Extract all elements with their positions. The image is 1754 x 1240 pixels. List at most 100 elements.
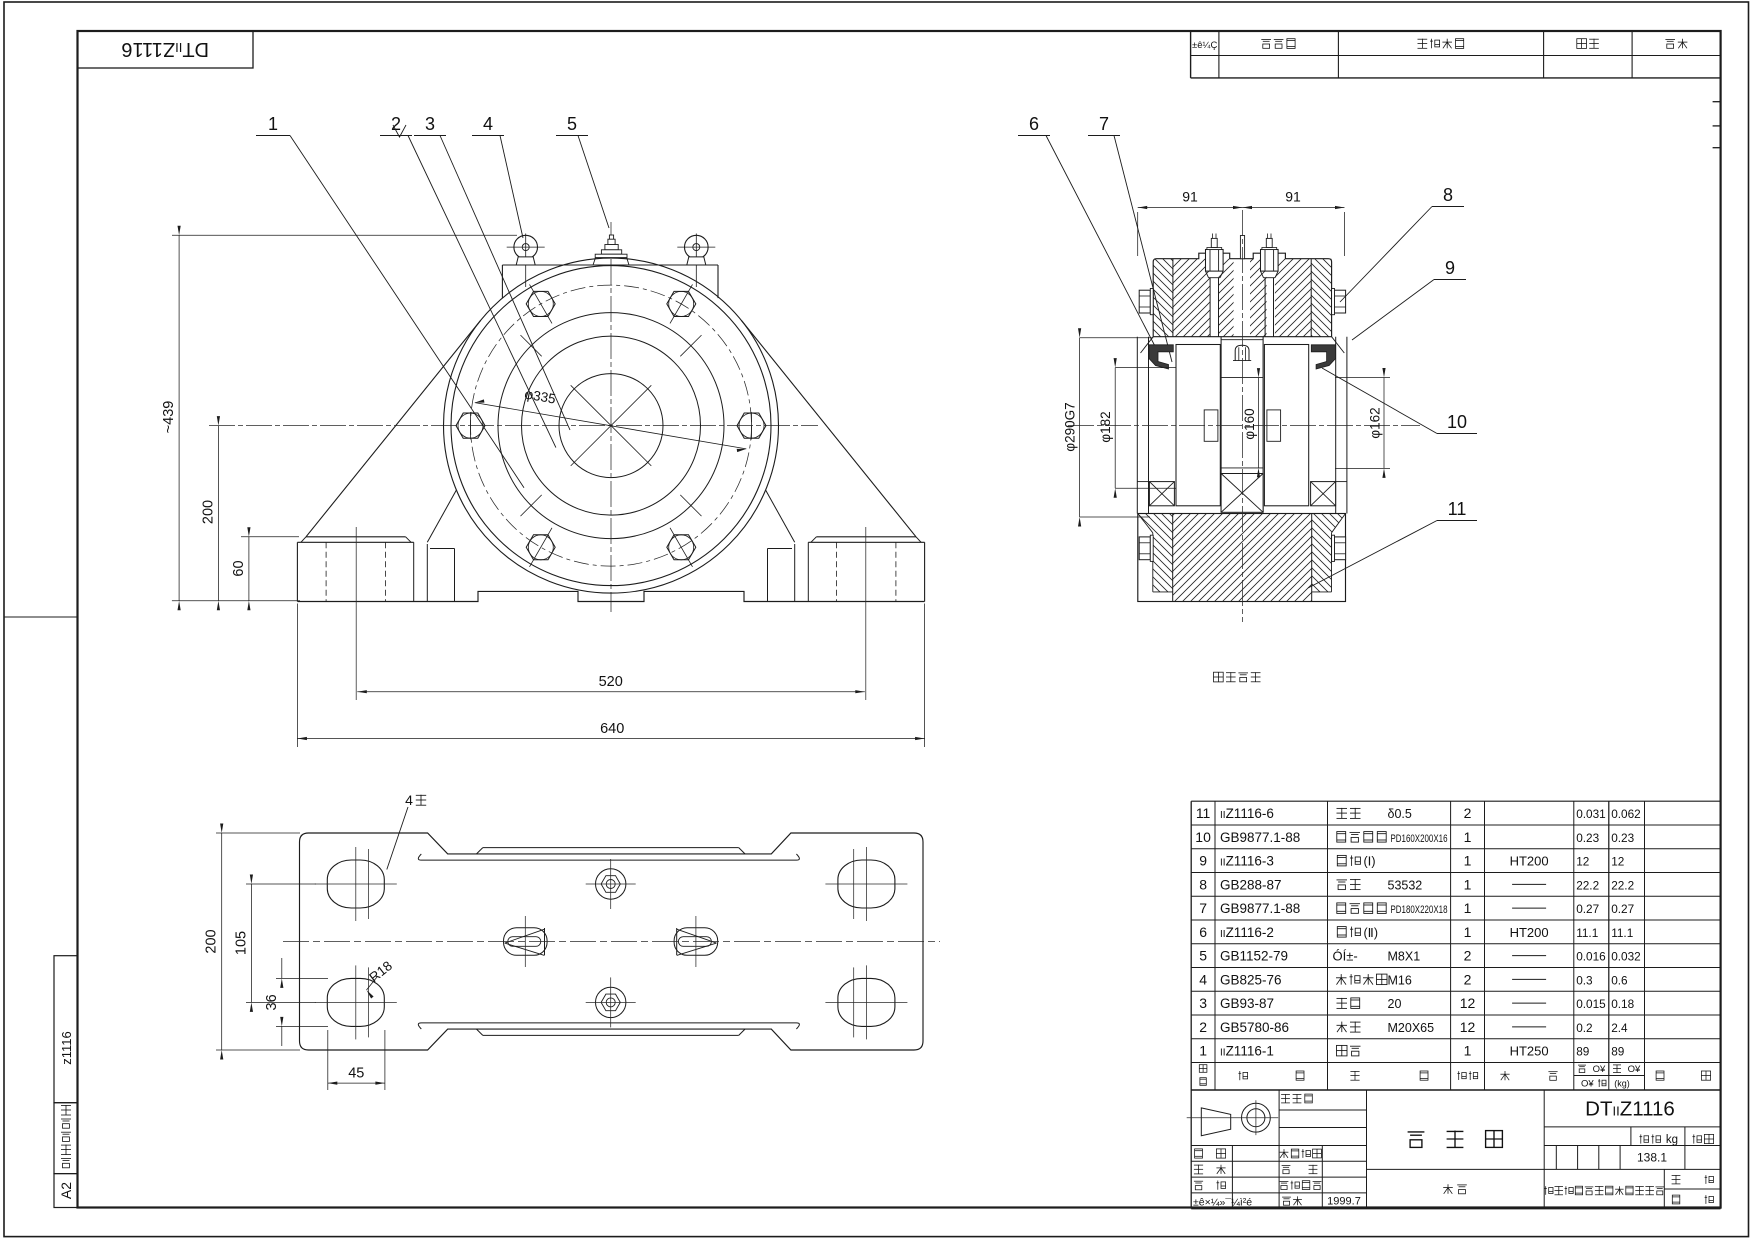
- svg-text:4: 4: [483, 114, 493, 134]
- svg-text:53532: 53532: [1388, 878, 1423, 892]
- svg-text:2: 2: [1464, 971, 1472, 987]
- svg-text:O¥: O¥: [1581, 1079, 1594, 1090]
- svg-text:GB288-87: GB288-87: [1220, 877, 1282, 892]
- svg-text:10: 10: [1447, 412, 1467, 432]
- svg-text:φ290G7: φ290G7: [1063, 402, 1078, 451]
- svg-text:GB1152-79: GB1152-79: [1220, 949, 1288, 964]
- svg-text:0.032: 0.032: [1611, 950, 1641, 964]
- svg-text:520: 520: [599, 674, 623, 690]
- svg-text:3: 3: [1199, 995, 1207, 1011]
- svg-text:0.6: 0.6: [1611, 973, 1628, 987]
- svg-text:O¥: O¥: [1593, 1064, 1606, 1075]
- svg-text:GB9877.1-88: GB9877.1-88: [1220, 901, 1300, 916]
- svg-text:IIZ1116-6: IIZ1116-6: [1220, 806, 1274, 821]
- svg-text:GB9877.1-88: GB9877.1-88: [1220, 830, 1300, 845]
- svg-text:0.062: 0.062: [1611, 807, 1641, 821]
- svg-text:1: 1: [1464, 829, 1472, 845]
- svg-text:IIZ1116-3: IIZ1116-3: [1220, 854, 1274, 869]
- svg-text:200: 200: [200, 500, 216, 524]
- svg-text:φ182: φ182: [1098, 411, 1113, 442]
- svg-text:1: 1: [1464, 853, 1472, 869]
- svg-text:1999.7: 1999.7: [1327, 1196, 1361, 1208]
- svg-text:89: 89: [1611, 1045, 1624, 1059]
- svg-text:(Ⅰ): (Ⅰ): [1364, 855, 1376, 869]
- svg-text:φ162: φ162: [1368, 407, 1383, 438]
- svg-text:M20X65: M20X65: [1388, 1021, 1435, 1035]
- svg-text:~439: ~439: [161, 401, 177, 434]
- svg-text:11.1: 11.1: [1576, 926, 1598, 940]
- svg-text:2: 2: [391, 114, 401, 134]
- svg-text:±ê¼Ç: ±ê¼Ç: [1192, 40, 1217, 51]
- svg-text:8: 8: [1199, 876, 1207, 892]
- svg-text:3: 3: [425, 114, 435, 134]
- svg-text:60: 60: [231, 560, 247, 576]
- svg-text:7: 7: [1099, 114, 1109, 134]
- svg-text:GB825-76: GB825-76: [1220, 972, 1282, 987]
- svg-text:PD180X220X18: PD180X220X18: [1391, 904, 1448, 916]
- svg-text:HT200: HT200: [1510, 925, 1549, 940]
- svg-text:GB5780-86: GB5780-86: [1220, 1020, 1289, 1035]
- svg-text:12: 12: [1611, 855, 1624, 869]
- svg-text:6: 6: [1199, 924, 1207, 940]
- svg-text:O¥: O¥: [1628, 1064, 1641, 1075]
- svg-text:5: 5: [1199, 948, 1207, 964]
- svg-text:HT200: HT200: [1510, 854, 1549, 869]
- svg-text:1: 1: [1464, 900, 1472, 916]
- svg-text:M16: M16: [1388, 973, 1412, 987]
- svg-text:0.3: 0.3: [1576, 973, 1593, 987]
- svg-text:8: 8: [1443, 185, 1453, 205]
- svg-text:HT250: HT250: [1510, 1044, 1549, 1059]
- svg-text:138.1: 138.1: [1637, 1151, 1667, 1165]
- svg-text:640: 640: [600, 721, 624, 737]
- svg-text:105: 105: [233, 931, 249, 955]
- svg-text:M8X1: M8X1: [1388, 950, 1421, 964]
- svg-text:0.031: 0.031: [1576, 807, 1606, 821]
- svg-text:DTIIZ1116: DTIIZ1116: [121, 38, 209, 60]
- svg-text:20: 20: [1388, 997, 1402, 1011]
- svg-text:φ160: φ160: [1242, 408, 1257, 439]
- svg-text:A2: A2: [58, 1182, 74, 1199]
- svg-text:36: 36: [264, 994, 280, 1010]
- svg-text:z1116: z1116: [59, 1031, 74, 1065]
- svg-text:±ê×¼»¯¼ì²é: ±ê×¼»¯¼ì²é: [1193, 1197, 1252, 1209]
- svg-text:IIZ1116-2: IIZ1116-2: [1220, 925, 1274, 940]
- svg-text:1: 1: [1464, 1043, 1472, 1059]
- svg-text:11: 11: [1448, 499, 1467, 519]
- svg-text:GB93-87: GB93-87: [1220, 996, 1274, 1011]
- svg-text:4: 4: [405, 792, 413, 808]
- svg-text:DTIIZ1116: DTIIZ1116: [1585, 1098, 1675, 1121]
- svg-text:12: 12: [1576, 855, 1589, 869]
- svg-text:δ0.5: δ0.5: [1388, 807, 1412, 821]
- svg-text:12: 12: [1460, 995, 1476, 1011]
- svg-text:10: 10: [1195, 829, 1211, 845]
- svg-text:22.2: 22.2: [1576, 878, 1599, 892]
- svg-text:1: 1: [1464, 876, 1472, 892]
- svg-text:9: 9: [1199, 853, 1207, 869]
- svg-text:PD160X200X16: PD160X200X16: [1391, 833, 1448, 845]
- svg-text:91: 91: [1285, 189, 1301, 205]
- svg-text:2.4: 2.4: [1611, 1021, 1628, 1035]
- svg-text:kg: kg: [1666, 1134, 1678, 1146]
- svg-text:1: 1: [268, 114, 278, 134]
- svg-text:0.016: 0.016: [1576, 950, 1606, 964]
- svg-text:22.2: 22.2: [1611, 878, 1634, 892]
- svg-text:1: 1: [1199, 1043, 1207, 1059]
- svg-text:12: 12: [1460, 1019, 1476, 1035]
- svg-text:2: 2: [1199, 1019, 1207, 1035]
- svg-text:0.2: 0.2: [1576, 1021, 1592, 1035]
- svg-text:0.27: 0.27: [1576, 902, 1599, 916]
- svg-text:IIZ1116-1: IIZ1116-1: [1220, 1044, 1274, 1059]
- svg-text:(Ⅱ): (Ⅱ): [1364, 926, 1378, 940]
- svg-text:6: 6: [1029, 114, 1039, 134]
- svg-text:0.015: 0.015: [1576, 997, 1606, 1011]
- svg-text:(kg): (kg): [1614, 1079, 1630, 1089]
- svg-text:0.18: 0.18: [1611, 997, 1634, 1011]
- svg-text:11: 11: [1196, 805, 1211, 821]
- svg-text:0.23: 0.23: [1611, 831, 1634, 845]
- svg-text:200: 200: [204, 929, 220, 953]
- svg-text:11.1: 11.1: [1611, 926, 1633, 940]
- svg-text:0.27: 0.27: [1611, 902, 1634, 916]
- svg-text:91: 91: [1182, 189, 1198, 205]
- svg-text:2: 2: [1464, 948, 1472, 964]
- svg-text:9: 9: [1445, 258, 1455, 278]
